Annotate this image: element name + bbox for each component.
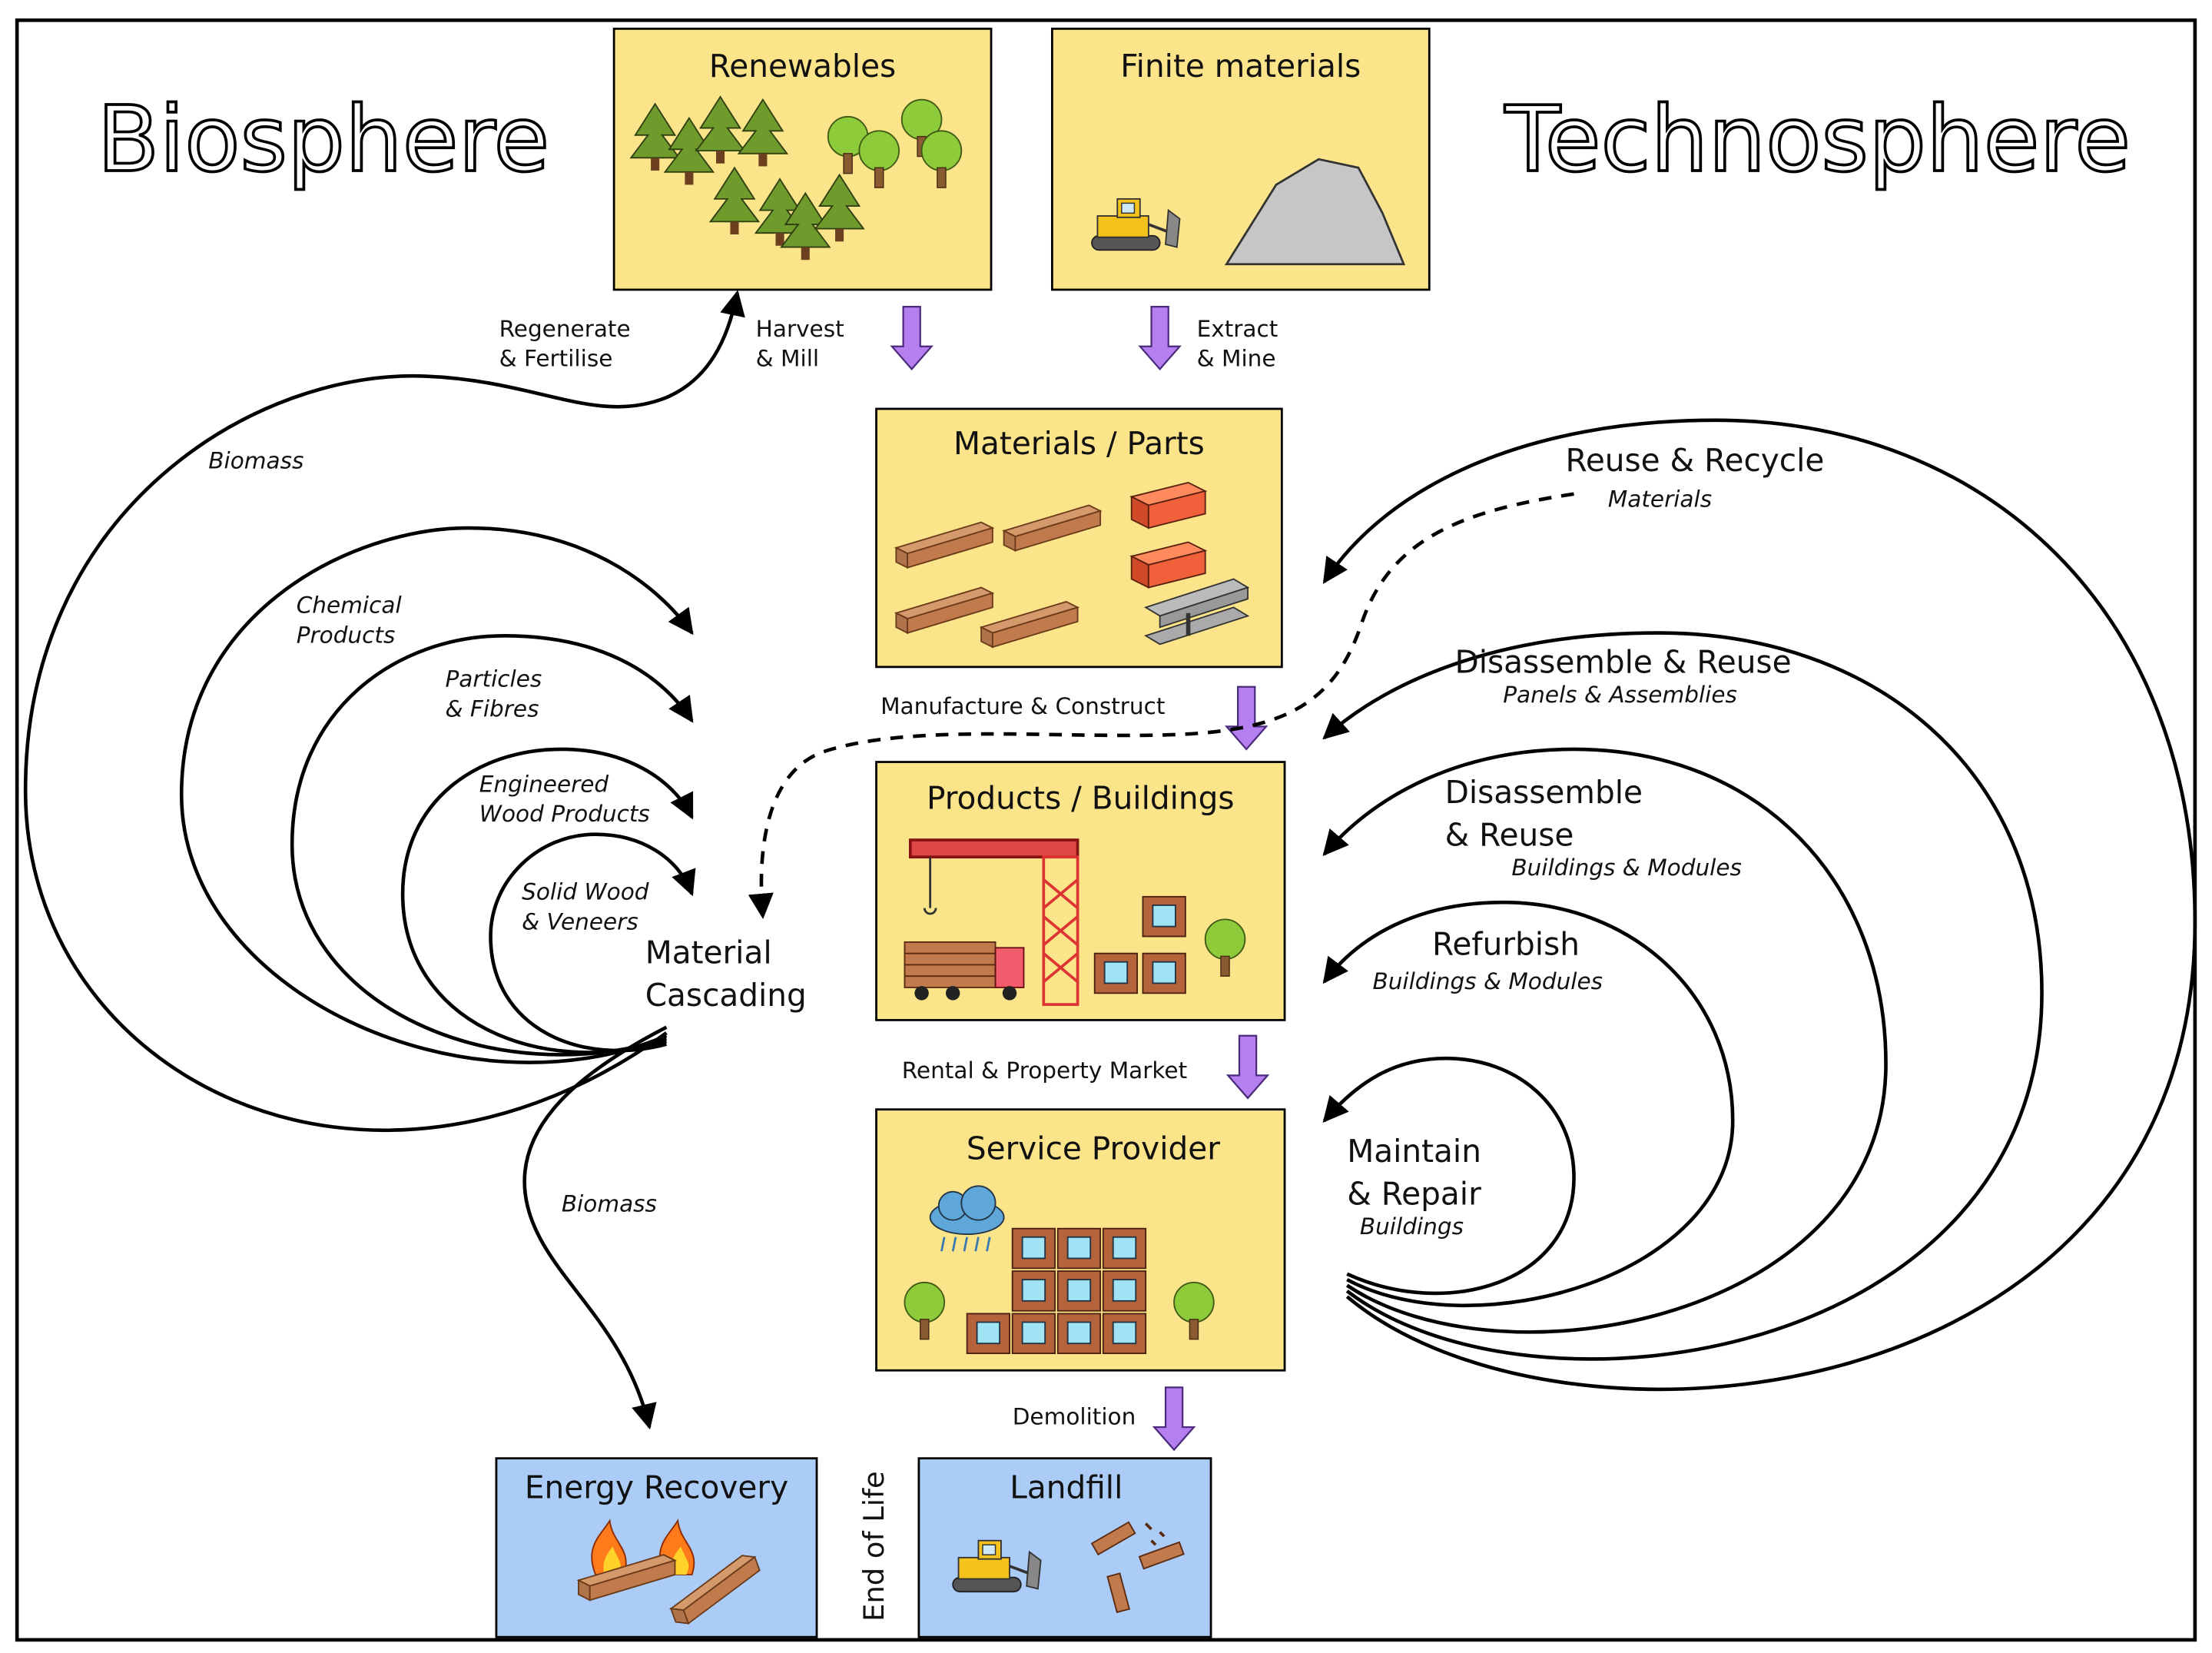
crane-icon — [908, 838, 1079, 1006]
energy-recovery-box: Energy Recovery — [495, 1457, 818, 1638]
disassemble-panels-sub: Panels & Assemblies — [1503, 682, 1737, 708]
materials-parts-label: Materials / Parts — [953, 425, 1205, 462]
particles-label-2: & Fibres — [445, 695, 539, 722]
technosphere-title: Technosphere — [1504, 86, 2131, 192]
recycle-dashed-arrow — [748, 492, 1574, 919]
products-buildings-box: Products / Buildings — [875, 761, 1286, 1021]
extract-label-1: Extract — [1197, 316, 1278, 342]
flow-arrows — [890, 306, 1270, 1452]
chemical-label-2: Products — [297, 622, 396, 649]
reuse-recycle-title: Reuse & Recycle — [1565, 442, 1824, 479]
energy-recovery-label: Energy Recovery — [525, 1469, 788, 1505]
maintain-title-1: Maintain — [1347, 1133, 1481, 1170]
disassemble-buildings-title-1: Disassemble — [1445, 774, 1643, 811]
engineered-wood-arc — [400, 747, 694, 1054]
biomass-label-top: Biomass — [208, 448, 303, 474]
disassemble-buildings-sub: Buildings & Modules — [1511, 855, 1742, 881]
demolition-label: Demolition — [1013, 1403, 1136, 1429]
materials-parts-box: Materials / Parts — [875, 407, 1283, 669]
disassemble-buildings-loop — [1322, 747, 1888, 1334]
end-of-life-label: End of Life — [857, 1471, 890, 1621]
manufacture-arrow — [1224, 685, 1269, 751]
finite-materials-box: Finite materials — [1050, 28, 1431, 291]
regenerate-arc — [23, 290, 745, 1132]
regenerate-label-2: & Fertilise — [499, 346, 613, 372]
manufacture-label: Manufacture & Construct — [880, 693, 1165, 719]
landfill-label: Landfill — [1010, 1469, 1123, 1505]
refurbish-title: Refurbish — [1432, 926, 1580, 963]
maintain-title-2: & Repair — [1347, 1175, 1481, 1212]
solid-wood-arc — [489, 832, 696, 1053]
reuse-labels: Reuse & Recycle Materials Disassemble & … — [1347, 442, 1824, 1240]
cascade-arcs — [23, 290, 745, 1430]
biomass-energy-arc — [522, 1025, 668, 1430]
steel-beam-icon — [1143, 578, 1250, 646]
material-cascading-label-2: Cascading — [645, 977, 807, 1014]
service-provider-label: Service Provider — [967, 1130, 1220, 1167]
rental-arrow — [1225, 1034, 1270, 1100]
maintain-sub: Buildings — [1360, 1213, 1464, 1240]
particles-fibres-arc — [290, 633, 694, 1057]
disassemble-buildings-title-2: & Reuse — [1445, 816, 1574, 853]
log-truck-icon — [904, 941, 1025, 1001]
particles-label-1: Particles — [445, 666, 542, 692]
biosphere-title: Biosphere — [97, 86, 549, 192]
chemical-products-arc — [179, 526, 694, 1064]
demolition-arrow — [1152, 1386, 1196, 1452]
material-cascading-label-1: Material — [645, 934, 772, 971]
finite-materials-label: Finite materials — [1120, 48, 1361, 85]
maintain-repair-loop — [1322, 1056, 1576, 1296]
products-buildings-label: Products / Buildings — [927, 779, 1235, 816]
flow-labels: Regenerate & Fertilise Harvest & Mill Ex… — [499, 316, 1278, 1430]
reuse-recycle-sub: Materials — [1608, 486, 1712, 512]
debris-icon — [1090, 1521, 1185, 1614]
disassemble-panels-loop — [1322, 631, 2044, 1361]
extract-arrow — [1138, 306, 1182, 371]
cascade-labels: Biomass Chemical Products Particles & Fi… — [208, 448, 657, 1217]
refurbish-sub: Buildings & Modules — [1372, 968, 1603, 994]
rental-label: Rental & Property Market — [902, 1057, 1187, 1084]
harvest-label-2: & Mill — [756, 346, 819, 372]
solid-wood-label-1: Solid Wood — [522, 879, 649, 905]
harvest-arrow — [890, 306, 934, 371]
service-provider-box: Service Provider — [875, 1108, 1286, 1372]
regenerate-label-1: Regenerate — [499, 316, 631, 342]
renewables-box: Renewables — [612, 28, 993, 291]
harvest-label-1: Harvest — [756, 316, 844, 342]
disassemble-panels-title: Disassemble & Reuse — [1454, 643, 1791, 680]
engineered-label-1: Engineered — [479, 771, 609, 797]
refurbish-loop — [1322, 900, 1735, 1308]
rain-cloud-icon — [929, 1185, 1005, 1252]
solid-wood-label-2: & Veneers — [522, 908, 638, 934]
chemical-label-1: Chemical — [297, 592, 403, 619]
landfill-box: Landfill — [917, 1457, 1212, 1638]
diagram-frame — [15, 18, 2197, 1642]
renewables-label: Renewables — [709, 48, 896, 85]
extract-label-2: & Mine — [1197, 346, 1276, 372]
reuse-loops — [1322, 418, 2197, 1392]
engineered-label-2: Wood Products — [479, 801, 650, 827]
biomass-label-bottom: Biomass — [562, 1191, 657, 1217]
reuse-recycle-loop — [1322, 418, 2197, 1392]
rock-pile-icon — [1224, 158, 1406, 266]
